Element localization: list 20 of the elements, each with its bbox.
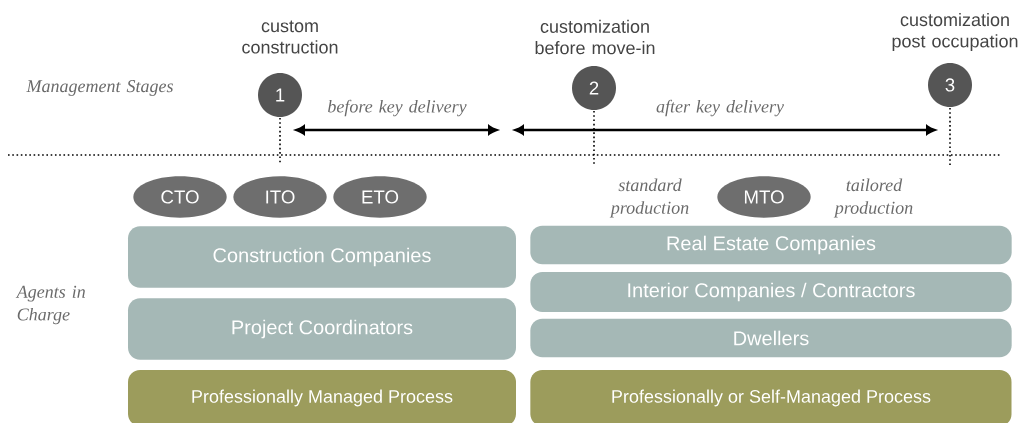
strategy-oval: MTO <box>717 176 811 218</box>
agent-box: Real Estate Companies <box>530 225 1012 265</box>
arrow-label: after key delivery <box>656 99 784 117</box>
arrow-label: before key delivery <box>328 99 467 117</box>
agent-axis-label: Agents in Charge <box>15 285 85 325</box>
stage-axis-label: Management Stages <box>26 80 173 96</box>
agent-box: Project Coordinators <box>128 298 516 360</box>
process-box: Professionally Managed Process <box>128 370 516 423</box>
strategy-oval: ITO <box>233 176 327 218</box>
process-box: Professionally or Self-Managed Process <box>530 370 1012 423</box>
production-label: tailored production <box>833 178 913 218</box>
stage-heading: custom construction <box>242 20 338 54</box>
agent-box: Interior Companies / Contractors <box>530 272 1012 312</box>
stage-heading: customization post occupation <box>892 12 1018 52</box>
agent-box: Dwellers <box>530 318 1012 358</box>
stage-heading: customization before move-in <box>535 19 655 55</box>
agent-box: Construction Companies <box>128 226 516 288</box>
strategy-oval: CTO <box>133 176 227 218</box>
strategy-oval: ETO <box>333 176 427 218</box>
production-label: standard production <box>609 178 689 218</box>
